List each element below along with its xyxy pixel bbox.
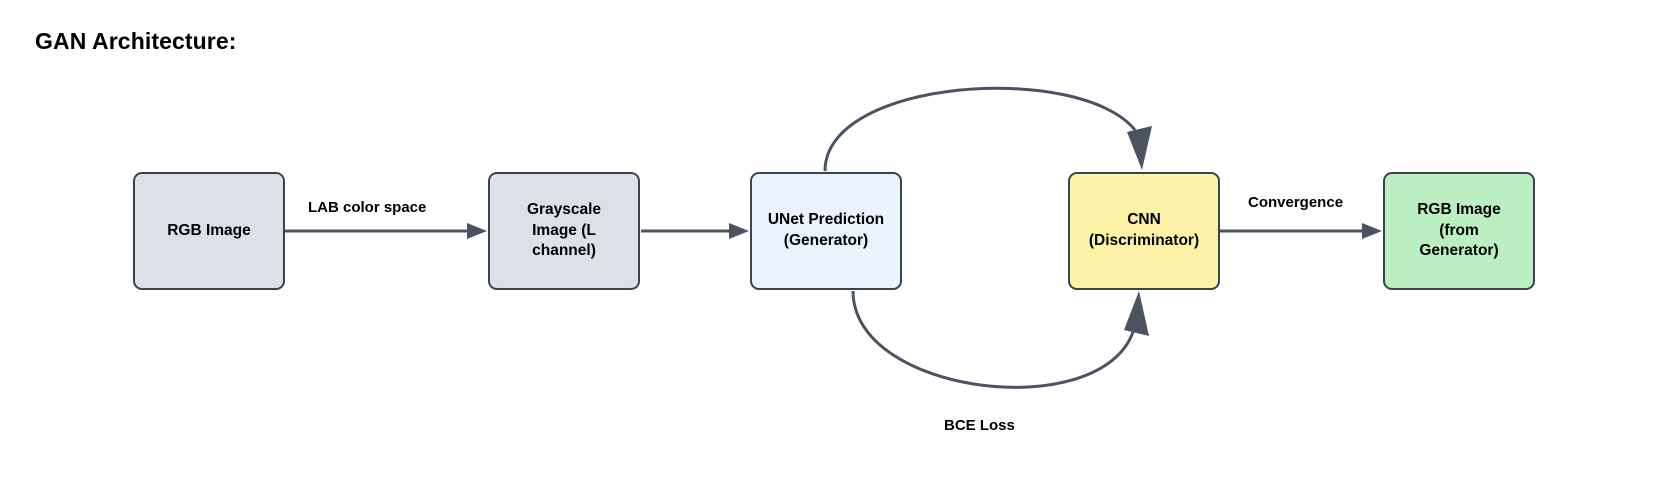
node-cnn-discriminator-line-1: CNN bbox=[1127, 211, 1161, 229]
node-grayscale-image-line-2: Image (L bbox=[532, 221, 596, 239]
edge-discriminator-to-generator-bottom bbox=[851, 290, 1149, 389]
node-unet-generator-line-1: UNet Prediction bbox=[767, 211, 885, 229]
node-unet-generator[interactable]: UNet Prediction (Generator) bbox=[750, 172, 902, 290]
node-grayscale-image-label: Grayscale Image (L channel) bbox=[498, 200, 630, 262]
node-cnn-discriminator[interactable]: CNN (Discriminator) bbox=[1068, 172, 1220, 290]
node-grayscale-image[interactable]: Grayscale Image (L channel) bbox=[488, 172, 640, 290]
edge-discriminator-to-rgb-output bbox=[1220, 223, 1382, 239]
node-cnn-discriminator-label: CNN (Discriminator) bbox=[1078, 210, 1210, 251]
edge-rgb-to-grayscale bbox=[285, 223, 487, 239]
node-unet-generator-line-2: (Generator) bbox=[783, 232, 869, 249]
edge-label-lab-color-space: LAB color space bbox=[308, 199, 427, 216]
node-cnn-discriminator-line-2: (Discriminator) bbox=[1088, 232, 1200, 249]
node-rgb-image-output[interactable]: RGB Image (from Generator) bbox=[1383, 172, 1535, 290]
node-rgb-image-input[interactable]: RGB Image bbox=[133, 172, 285, 290]
edge-label-bce-loss: BCE Loss bbox=[944, 417, 1015, 434]
node-rgb-image-output-line-1: RGB Image bbox=[1417, 201, 1501, 219]
edge-generator-to-discriminator-top bbox=[823, 86, 1152, 172]
node-rgb-image-output-line-2: (from bbox=[1439, 221, 1479, 239]
node-rgb-image-output-line-3: Generator) bbox=[1419, 242, 1499, 260]
edge-grayscale-to-unet bbox=[641, 223, 749, 239]
node-unet-generator-label: UNet Prediction (Generator) bbox=[760, 210, 892, 251]
page-title: GAN Architecture: bbox=[35, 28, 237, 54]
node-rgb-image-input-label: RGB Image bbox=[167, 221, 251, 239]
node-grayscale-image-line-1: Grayscale bbox=[526, 201, 602, 219]
node-rgb-image-output-label: RGB Image (from Generator) bbox=[1393, 200, 1525, 262]
node-grayscale-image-line-3: channel) bbox=[532, 242, 596, 260]
edge-label-convergence: Convergence bbox=[1248, 194, 1344, 211]
